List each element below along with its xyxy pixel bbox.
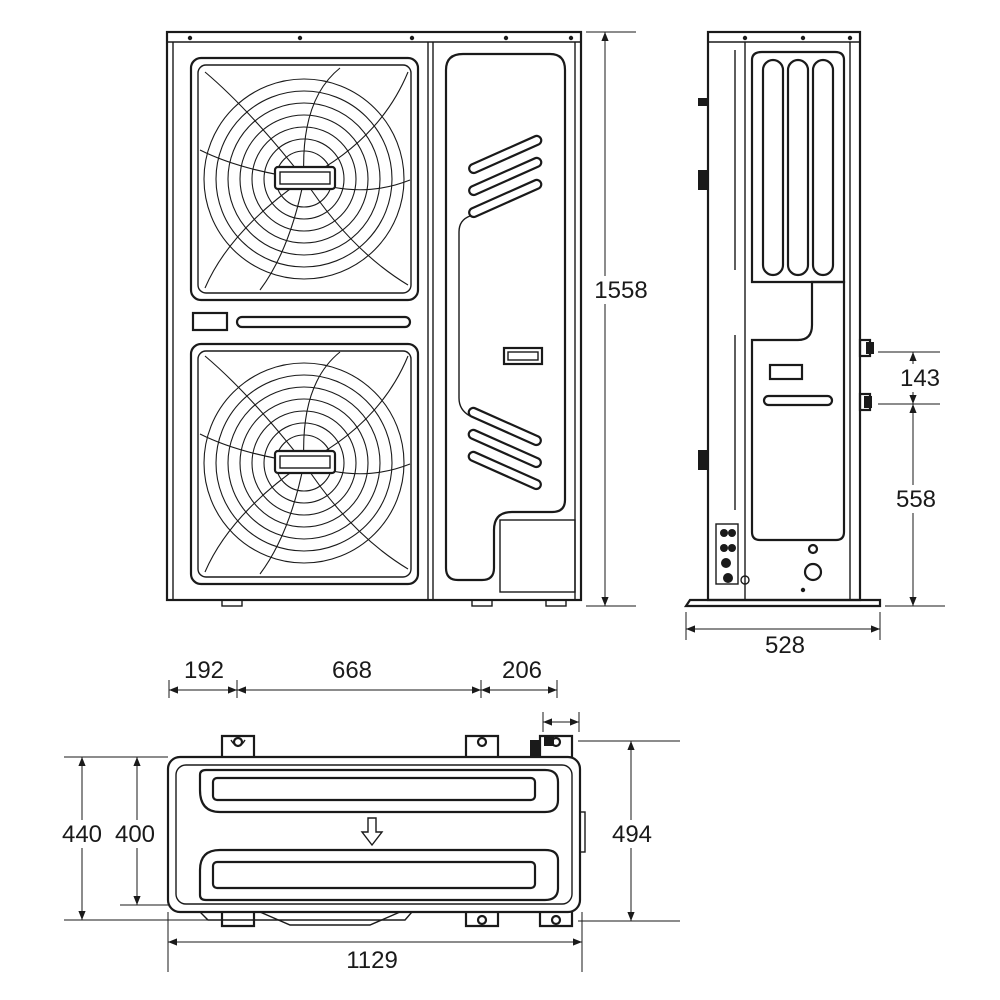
lower-fan-grille xyxy=(189,342,420,586)
upper-fan-grille xyxy=(189,56,420,302)
front-view: 1558 xyxy=(165,30,652,607)
top-view: 192 668 206 440 400 494 1129 xyxy=(60,657,680,974)
side-view: 143 558 528 xyxy=(683,30,945,659)
dimension-height-total: 1558 xyxy=(594,277,647,304)
dimension-top-width: 1129 xyxy=(346,947,398,974)
dimension-top-depth-body: 400 xyxy=(115,821,155,848)
connector-block xyxy=(715,523,750,585)
dimension-side-upper-offset: 143 xyxy=(900,365,940,392)
dimension-side-lower-height: 558 xyxy=(896,486,936,513)
dimension-top-right-offset: 206 xyxy=(502,657,542,684)
service-panel xyxy=(444,52,567,582)
mounting-feet xyxy=(220,734,574,928)
dimension-top-foot-spacing: 668 xyxy=(332,657,372,684)
dimension-top-depth-with-feet: 494 xyxy=(612,821,652,848)
dimension-top-depth-overall: 440 xyxy=(62,821,102,848)
dimension-side-depth: 528 xyxy=(765,632,805,659)
dimension-top-left-offset: 192 xyxy=(184,657,224,684)
